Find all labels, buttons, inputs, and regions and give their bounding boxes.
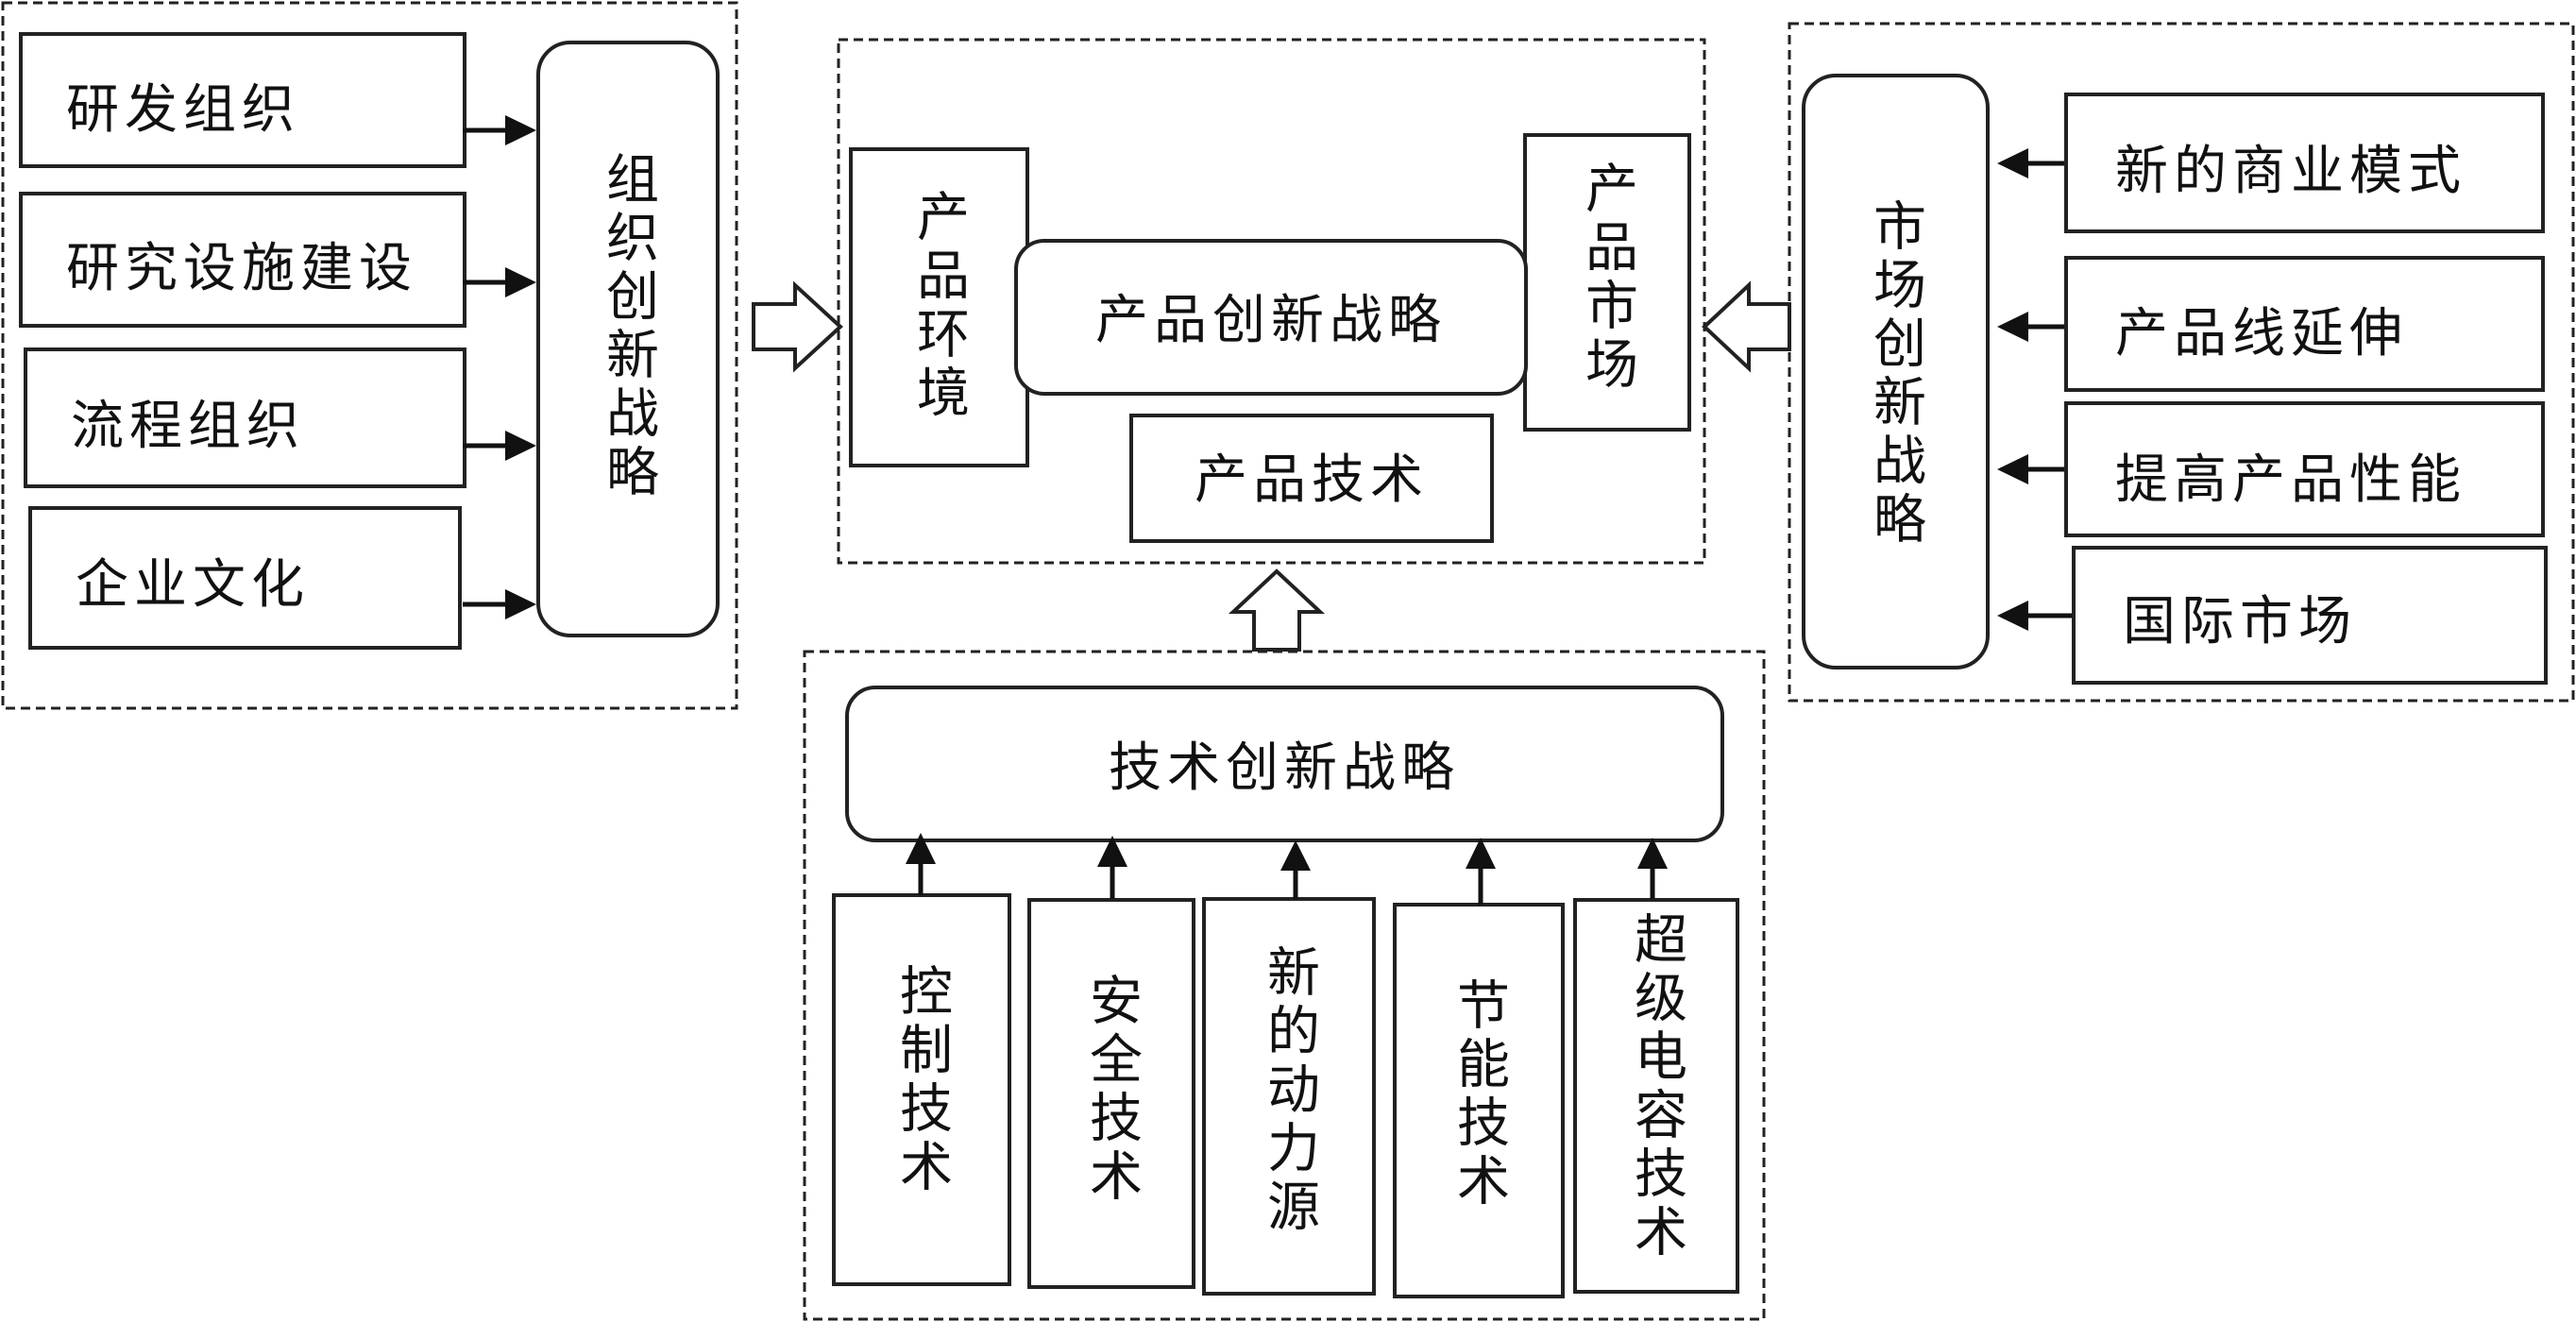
org-arrow <box>463 431 536 461</box>
tech-item-label: 安全技术 <box>1081 973 1143 1207</box>
product-environment-label: 产品环境 <box>908 189 970 423</box>
product-market-box: 产品市场 <box>1523 133 1691 432</box>
tech-arrow <box>1466 838 1496 905</box>
market-arrow <box>1997 312 2064 342</box>
product-technology-label: 产品技术 <box>1195 449 1429 511</box>
tech-item-energy-saving: 节能技术 <box>1393 903 1565 1298</box>
market-to-product-arrow <box>1702 280 1791 373</box>
org-arrow <box>463 115 536 145</box>
market-item-international: 国际市场 <box>2072 546 2548 685</box>
org-strategy-label: 组织创新战略 <box>598 151 659 502</box>
technology-strategy-box: 技术创新战略 <box>845 686 1724 842</box>
org-item-culture: 企业文化 <box>28 506 462 650</box>
market-arrow <box>1997 601 2072 631</box>
tech-arrow <box>906 833 936 895</box>
org-arrow <box>463 267 536 297</box>
market-strategy-label: 市场创新战略 <box>1865 198 1926 550</box>
market-item-label: 新的商业模式 <box>2115 141 2466 202</box>
tech-item-supercapacitor: 超级电容技术 <box>1573 898 1739 1294</box>
org-strategy-box: 组织创新战略 <box>536 41 720 637</box>
org-to-product-arrow <box>752 280 843 373</box>
market-item-label: 国际市场 <box>2123 591 2357 653</box>
product-market-label: 产品市场 <box>1577 161 1638 395</box>
org-item-research-org: 研发组织 <box>19 32 466 168</box>
org-item-label: 研究设施建设 <box>66 238 417 299</box>
tech-item-power-source: 新的动力源 <box>1202 897 1376 1296</box>
market-strategy-box: 市场创新战略 <box>1802 74 1990 669</box>
tech-item-safety: 安全技术 <box>1027 898 1195 1289</box>
org-item-research-facility: 研究设施建设 <box>19 192 466 328</box>
org-arrow <box>463 589 536 619</box>
market-arrow <box>1997 454 2064 484</box>
org-item-label: 流程组织 <box>71 396 305 457</box>
technology-to-product-arrow <box>1228 568 1326 652</box>
market-item-performance: 提高产品性能 <box>2064 401 2545 537</box>
tech-item-label: 超级电容技术 <box>1626 911 1687 1263</box>
tech-arrow <box>1097 836 1127 899</box>
tech-item-control: 控制技术 <box>832 893 1011 1286</box>
market-item-label: 提高产品性能 <box>2115 449 2466 511</box>
product-strategy-label: 产品创新战略 <box>1095 290 1447 351</box>
org-item-label: 研发组织 <box>66 79 300 141</box>
market-group-frame <box>1788 22 2575 703</box>
product-environment-box: 产品环境 <box>849 147 1029 467</box>
tech-item-label: 节能技术 <box>1449 977 1510 1212</box>
technology-strategy-label: 技术创新战略 <box>1109 737 1460 799</box>
market-arrow <box>1997 148 2064 178</box>
product-strategy-box: 产品创新战略 <box>1014 239 1528 396</box>
org-item-process-org: 流程组织 <box>24 347 466 488</box>
tech-item-label: 新的动力源 <box>1259 944 1320 1237</box>
tech-item-label: 控制技术 <box>891 963 953 1197</box>
market-item-label: 产品线延伸 <box>2115 303 2408 364</box>
tech-arrow <box>1637 838 1668 899</box>
market-item-product-line: 产品线延伸 <box>2064 256 2545 392</box>
organization-group-frame <box>1 1 738 710</box>
technology-group-frame <box>803 650 1766 1321</box>
market-item-business-model: 新的商业模式 <box>2064 93 2545 233</box>
tech-arrow <box>1280 840 1311 899</box>
org-item-label: 企业文化 <box>76 554 310 616</box>
product-technology-box: 产品技术 <box>1129 414 1494 543</box>
product-group-frame <box>837 38 1706 565</box>
